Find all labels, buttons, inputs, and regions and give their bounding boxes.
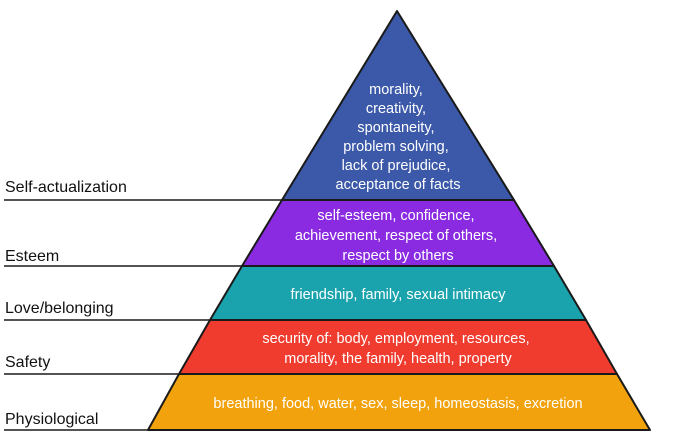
level-label-safety: Safety — [5, 354, 50, 371]
tier-line: achievement, respect of others, — [295, 228, 497, 244]
tier-text-esteem: self-esteem, confidence, achievement, re… — [295, 208, 501, 264]
tier-line: spontaneity, — [357, 120, 434, 136]
tier-line: morality, — [369, 82, 423, 98]
tier-line: security of: body, employment, resources… — [262, 331, 529, 347]
tier-text-safety: security of: body, employment, resources… — [262, 331, 533, 367]
tier-shape-physiological — [147, 373, 651, 431]
tier-line: creativity, — [366, 101, 426, 117]
level-label-self-actualization: Self-actualization — [5, 179, 127, 196]
tier-text-self-actualization: morality, creativity, spontaneity, probl… — [336, 82, 461, 193]
level-label-love-belonging: Love/belonging — [5, 300, 114, 317]
level-labels: Self-actualization Esteem Love/belonging… — [5, 179, 127, 428]
tier-line: lack of prejudice, — [342, 158, 451, 174]
tier-self-actualization: morality, creativity, spontaneity, probl… — [281, 10, 515, 201]
tier-line: breathing, food, water, sex, sleep, home… — [213, 396, 582, 412]
tier-physiological: breathing, food, water, sex, sleep, home… — [147, 373, 651, 431]
tier-line: problem solving, — [343, 139, 449, 155]
tier-line: morality, the family, health, property — [284, 351, 512, 367]
tier-safety: security of: body, employment, resources… — [178, 319, 618, 375]
level-label-physiological: Physiological — [5, 411, 98, 428]
tier-line: respect by others — [342, 248, 453, 264]
tier-line: self-esteem, confidence, — [317, 208, 474, 224]
tier-esteem: self-esteem, confidence, achievement, re… — [241, 199, 555, 267]
level-label-esteem: Esteem — [5, 248, 59, 265]
tier-line: acceptance of facts — [336, 177, 461, 193]
leader-lines — [4, 199, 282, 431]
tier-line: friendship, family, sexual intimacy — [291, 287, 507, 303]
tier-love-belonging: friendship, family, sexual intimacy — [209, 265, 587, 321]
tier-text-love-belonging: friendship, family, sexual intimacy — [291, 287, 507, 303]
tier-text-physiological: breathing, food, water, sex, sleep, home… — [213, 396, 582, 412]
